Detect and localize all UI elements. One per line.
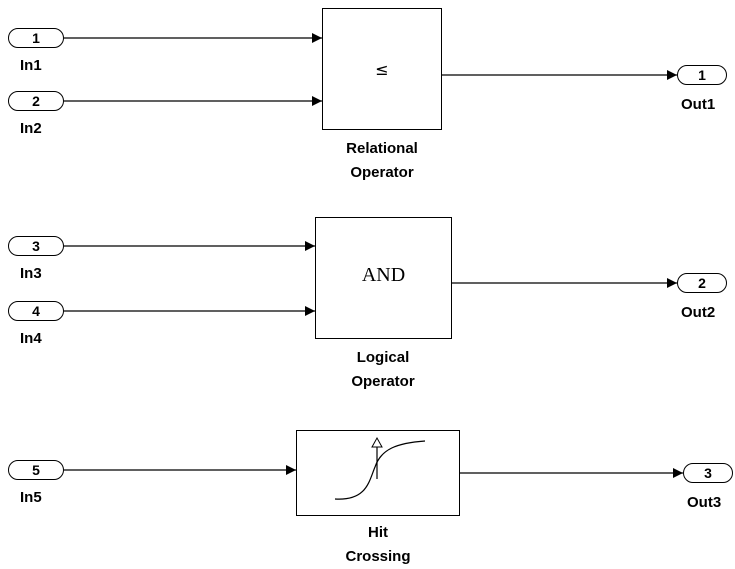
logical-operator-label: Logical Operator	[351, 349, 415, 390]
logical-symbol: AND	[361, 263, 406, 286]
hit-crossing-block[interactable]	[296, 430, 460, 516]
inport-5-label: In5	[20, 489, 42, 506]
inport-1[interactable]: 1	[8, 28, 64, 48]
hit-crossing-label: Hit Crossing	[345, 524, 411, 565]
inport-5[interactable]: 5	[8, 460, 64, 480]
inport-2-label: In2	[20, 120, 42, 137]
outport-2-label: Out2	[681, 304, 716, 321]
relational-operator-label: Relational Operator	[346, 140, 418, 181]
inport-3[interactable]: 3	[8, 236, 64, 256]
outport-1-label: Out1	[681, 96, 716, 113]
inport-4-label: In4	[20, 330, 42, 347]
outport-1[interactable]: 1	[677, 65, 727, 85]
inport-3-label: In3	[20, 265, 42, 282]
outport-3[interactable]: 3	[683, 463, 733, 483]
inport-4[interactable]: 4	[8, 301, 64, 321]
outport-2[interactable]: 2	[677, 273, 727, 293]
relational-operator-block[interactable]: ≤	[322, 8, 442, 130]
outport-3-label: Out3	[687, 494, 722, 511]
logical-operator-block[interactable]: AND	[315, 217, 452, 339]
inport-1-label: In1	[20, 57, 42, 74]
hit-crossing-icon	[334, 436, 426, 500]
inport-2[interactable]: 2	[8, 91, 64, 111]
relational-symbol: ≤	[375, 59, 389, 79]
